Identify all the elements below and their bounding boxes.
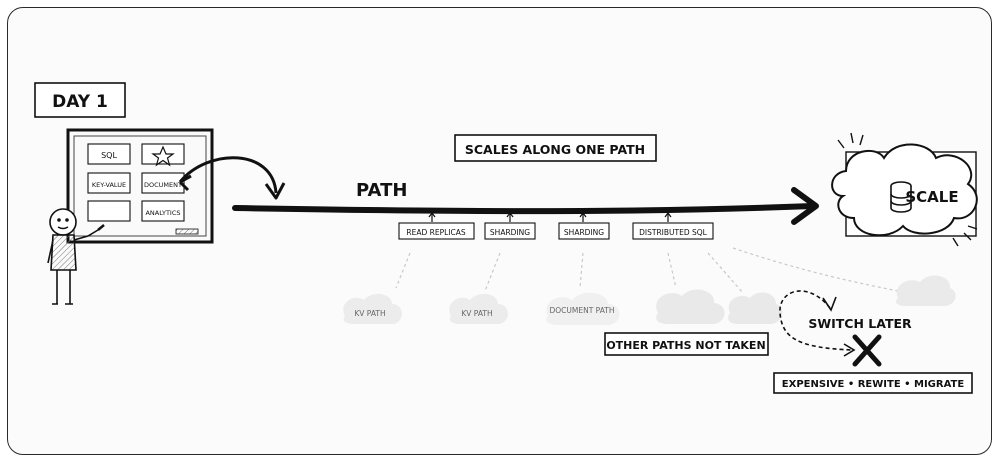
milestone-distributed-sql-label: DISTRIBUTED SQL bbox=[639, 228, 708, 237]
diagram-canvas: DAY 1 SQL KEY-VALUE DOCUMENT ANALYTICS bbox=[34, 82, 978, 394]
switch-dashed-arrow bbox=[779, 290, 854, 351]
milestone-sharding-1: SHARDING bbox=[484, 212, 536, 240]
milestone-sharding-1-label: SHARDING bbox=[490, 228, 530, 237]
milestone-sharding-2: SHARDING bbox=[558, 212, 610, 240]
board-cell-sql-label: SQL bbox=[101, 151, 117, 160]
day-label: DAY 1 bbox=[52, 92, 108, 112]
board-cell-document bbox=[141, 172, 185, 194]
board-cell-key-value-label: KEY-VALUE bbox=[92, 181, 126, 189]
faint-cloud-1: KV PATH bbox=[343, 293, 403, 324]
database-icon bbox=[890, 181, 912, 213]
decision-curve-arrow bbox=[178, 156, 278, 194]
board-cell-analytics-label: ANALYTICS bbox=[145, 209, 180, 217]
faint-cloud-4 bbox=[656, 289, 725, 324]
kv-path-1-label: KV PATH bbox=[354, 309, 385, 318]
illustration-frame: DAY 1 SQL KEY-VALUE DOCUMENT ANALYTICS bbox=[7, 7, 992, 455]
scale-label: SCALE bbox=[905, 188, 958, 206]
cross-icon bbox=[852, 334, 882, 367]
options-whiteboard: SQL KEY-VALUE DOCUMENT ANALYTICS bbox=[66, 128, 214, 244]
faint-cloud-2: KV PATH bbox=[449, 293, 509, 324]
person-figure bbox=[47, 208, 105, 305]
star-icon bbox=[151, 145, 175, 167]
other-paths-box: OTHER PATHS NOT TAKEN bbox=[604, 332, 769, 356]
document-path-label: DOCUMENT PATH bbox=[549, 306, 614, 315]
main-path-arrow bbox=[232, 203, 816, 215]
cost-box: EXPENSIVE • REWITE • MIGRATE bbox=[773, 372, 973, 394]
untaken-paths bbox=[395, 247, 909, 294]
milestone-distributed-sql: DISTRIBUTED SQL bbox=[632, 212, 714, 240]
board-cell-key-value bbox=[87, 172, 131, 194]
board-cell-document-label: DOCUMENT bbox=[144, 181, 182, 189]
faint-cloud-6 bbox=[896, 275, 956, 306]
day-label-box: DAY 1 bbox=[34, 82, 126, 118]
milestone-sharding-2-label: SHARDING bbox=[564, 228, 604, 237]
path-label: PATH bbox=[356, 180, 407, 201]
kv-path-2-label: KV PATH bbox=[461, 309, 492, 318]
title-banner: SCALES ALONG ONE PATH bbox=[454, 134, 657, 162]
faint-cloud-5 bbox=[728, 292, 783, 324]
faint-cloud-3: DOCUMENT PATH bbox=[546, 292, 620, 325]
scale-destination: SCALE bbox=[831, 132, 978, 247]
other-paths-label: OTHER PATHS NOT TAKEN bbox=[606, 339, 765, 352]
board-cell-blank bbox=[87, 200, 131, 222]
switch-later-label: SWITCH LATER bbox=[808, 316, 912, 331]
cost-label: EXPENSIVE • REWITE • MIGRATE bbox=[782, 379, 965, 390]
milestone-read-replicas-label: READ REPLICAS bbox=[406, 228, 465, 237]
milestone-read-replicas: READ REPLICAS bbox=[398, 212, 475, 240]
board-cell-analytics bbox=[141, 200, 185, 222]
title-banner-text: SCALES ALONG ONE PATH bbox=[465, 142, 645, 157]
board-cell-sql bbox=[87, 143, 131, 165]
